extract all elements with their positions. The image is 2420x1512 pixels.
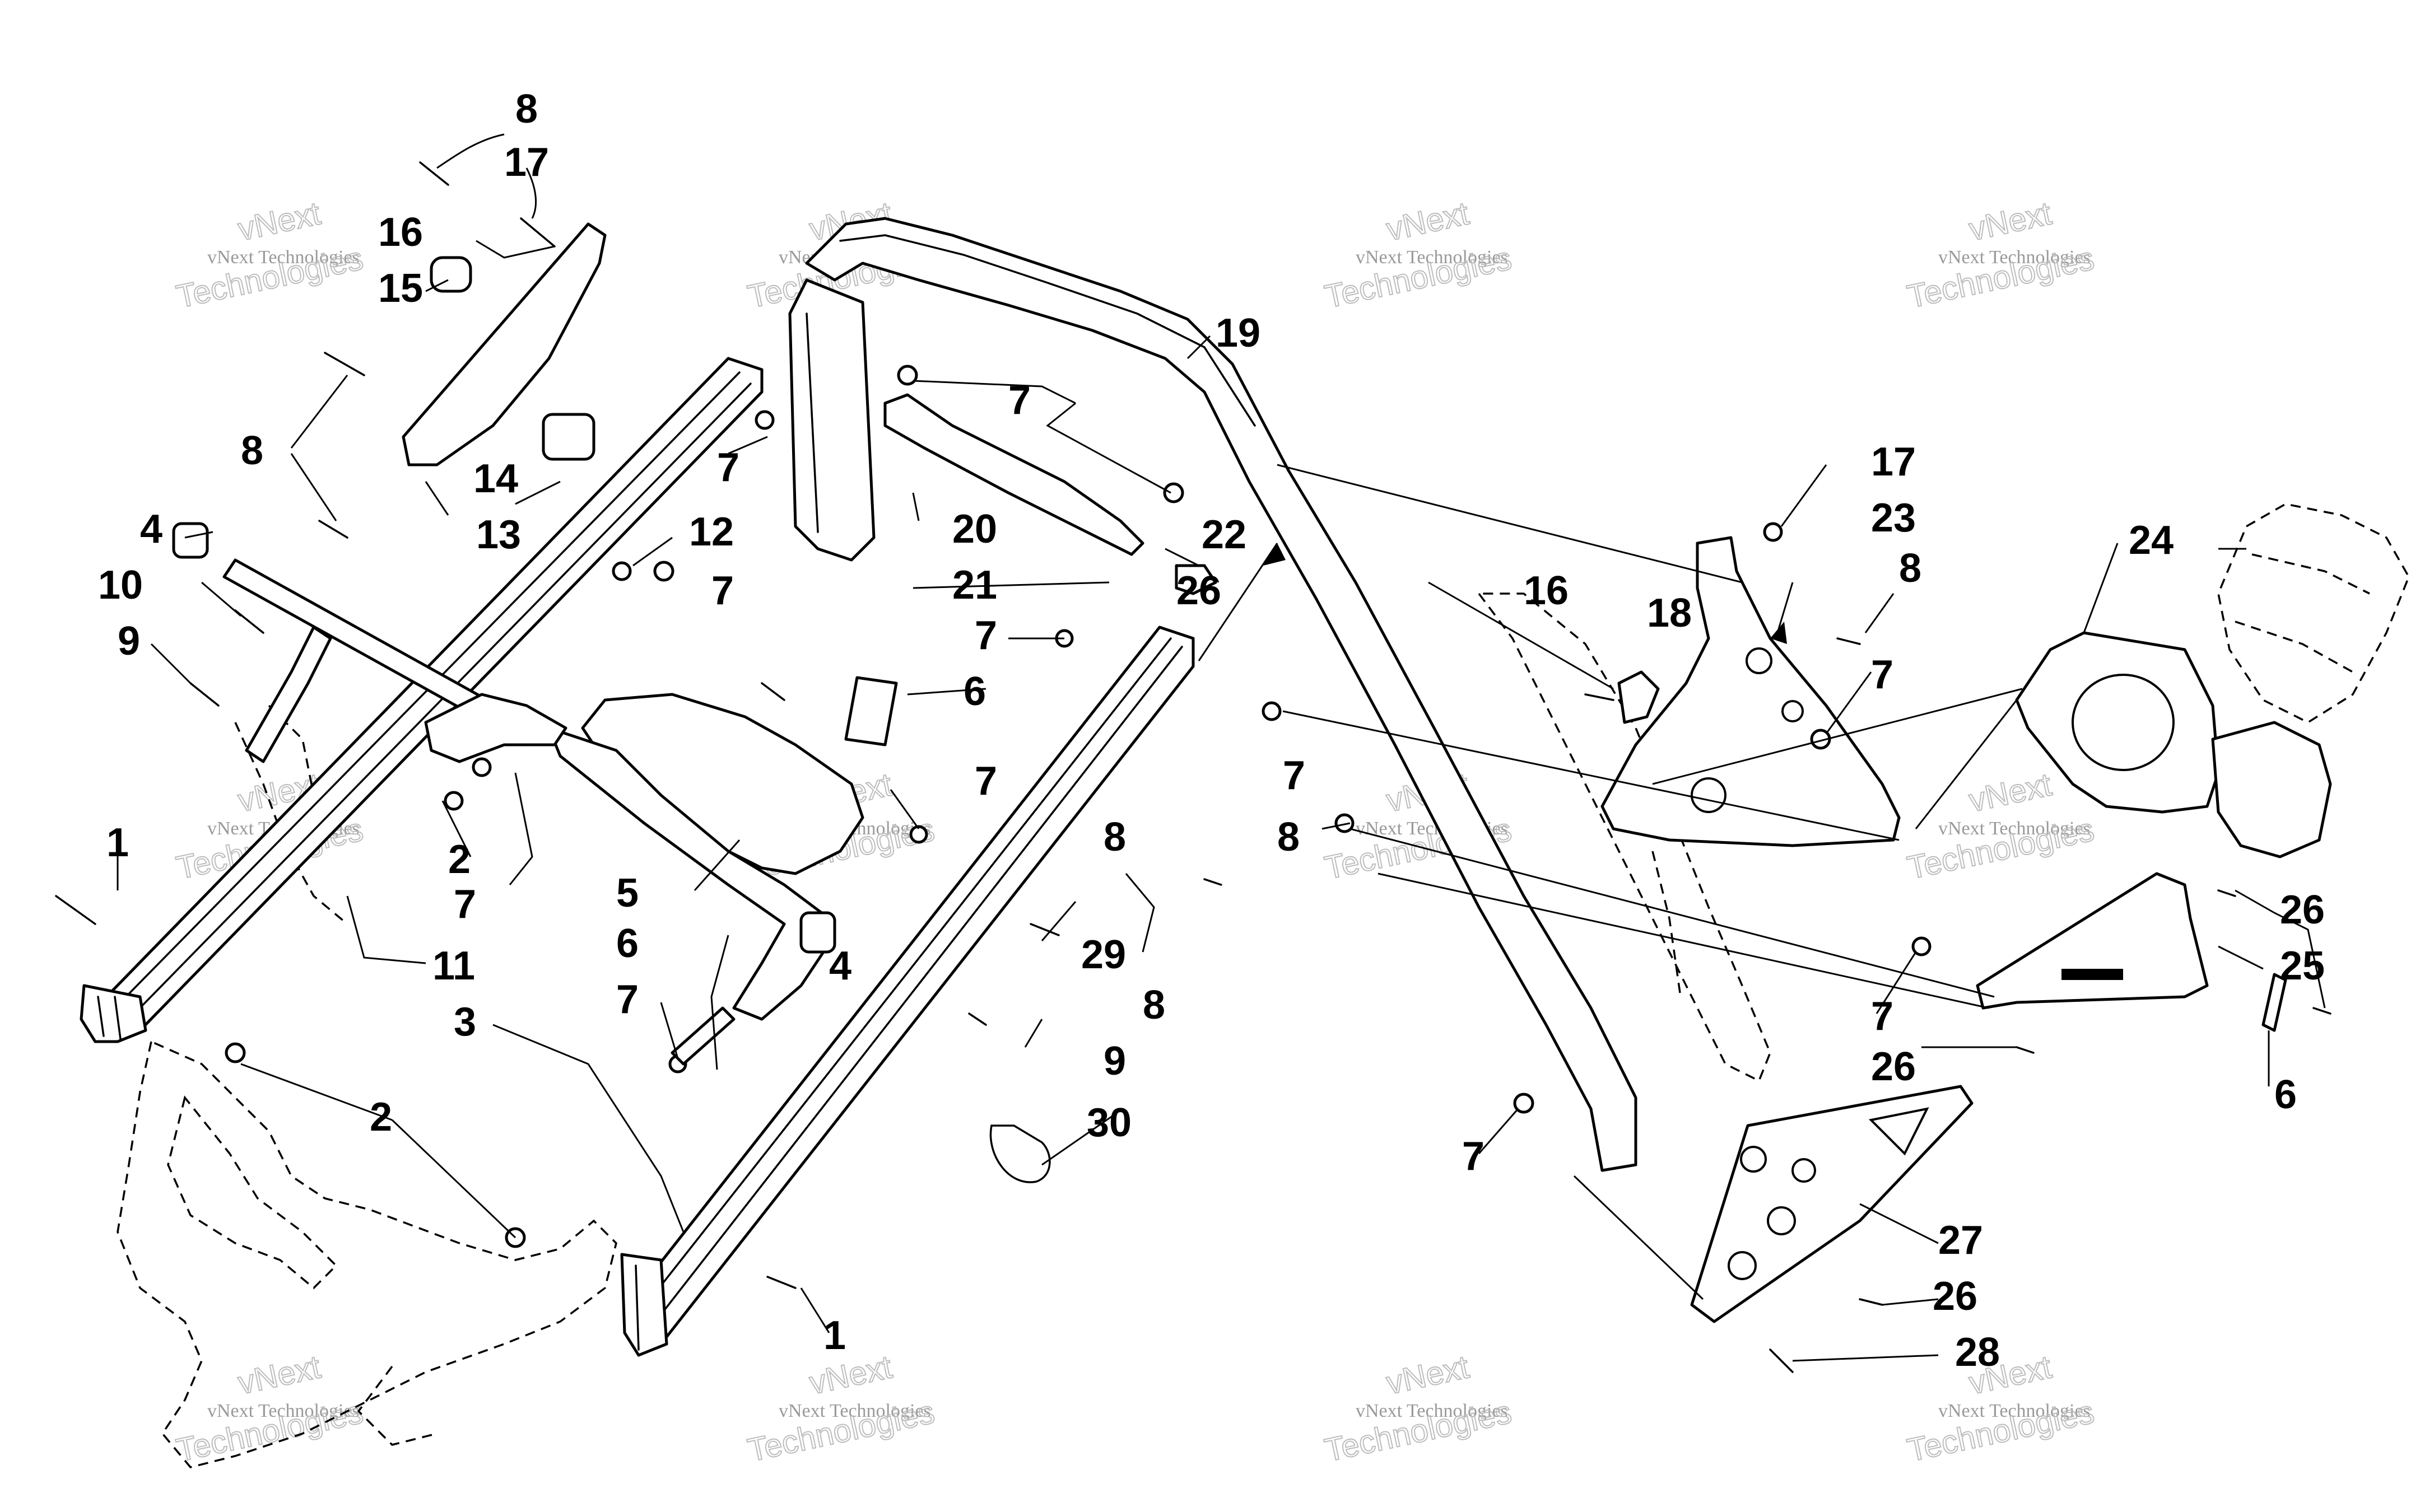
watermark-text-vnext: vNext [1383,195,1472,248]
left-vertical-brace [788,278,876,562]
watermark-text-vnext: vNext [806,1348,895,1401]
watermark-text-vnext: vNext [235,1348,324,1401]
callout-3: 3 [454,1000,476,1044]
callout-9: 9 [118,619,140,664]
callout-8: 8 [241,428,263,473]
callout-2: 2 [448,837,471,882]
callout-8: 8 [1277,815,1300,860]
watermark-text-full: vNext Technologies [1938,818,2091,839]
callout-18: 18 [1647,591,1692,636]
callout-12: 12 [689,510,734,554]
callout-7: 7 [1871,994,1893,1039]
callout-26: 26 [1176,568,1221,613]
callout-17: 17 [1871,440,1916,484]
callout-21: 21 [952,563,997,608]
callout-7: 7 [975,613,997,658]
hardware [55,161,2331,1373]
callout-16: 16 [378,210,423,255]
leader-lines [117,133,2326,1362]
callout-7: 7 [1871,652,1893,697]
callout-7: 7 [616,977,639,1022]
bottom-plate-27 [1690,1085,1974,1323]
callout-5: 5 [616,871,639,916]
callout-1: 1 [106,820,129,865]
callout-7: 7 [1283,753,1305,798]
watermark-text-full: vNext Technologies [1938,1401,2091,1421]
mount-base-24 [2015,631,2332,858]
callout-7: 7 [975,759,997,804]
callout-24: 24 [2129,518,2174,563]
callout-8: 8 [1143,983,1165,1028]
watermark-text-full: vNext Technologies [779,1401,931,1421]
triangle-bracket-25 [1976,872,2209,1010]
callout-26: 26 [1871,1044,1916,1089]
side-plate-23 [1600,536,1901,847]
callout-29: 29 [1081,932,1126,977]
callout-19: 19 [1216,311,1260,356]
callout-22: 22 [1202,512,1246,557]
callout-23: 23 [1871,496,1916,540]
skid-plate [402,222,607,466]
watermark-text-full: vNext Technologies [207,247,360,268]
watermark-text-full: vNext Technologies [1356,1401,1508,1421]
watermark-text-vnext: vNext [1966,766,2055,819]
watermark-text-vnext: vNext [1966,195,2055,248]
callout-4: 4 [829,944,851,988]
callout-25: 25 [2280,944,2325,988]
callout-26: 26 [2280,888,2325,932]
watermark-text-full: vNext Technologies [1356,247,1508,268]
callout-6: 6 [2274,1072,2297,1117]
callout-6: 6 [964,669,986,714]
callout-15: 15 [378,266,423,311]
callout-7: 7 [1008,378,1031,423]
callout-30: 30 [1087,1100,1132,1145]
callout-7: 7 [454,882,476,927]
callout-4: 4 [140,507,162,552]
seat-assembly [424,693,864,1021]
callout-16: 16 [1524,568,1569,613]
callout-6: 6 [616,921,639,966]
callout-27: 27 [1938,1218,1983,1263]
callout-8: 8 [1104,815,1126,860]
callout-20: 20 [952,507,997,552]
callout-8: 8 [515,87,538,132]
callout-28: 28 [1955,1330,2000,1375]
strap-bracket [883,393,1144,556]
callout-9: 9 [1104,1039,1126,1084]
callout-2: 2 [370,1095,392,1140]
callout-17: 17 [504,140,549,185]
callout-10: 10 [98,563,143,608]
callout-14: 14 [473,456,518,501]
callout-7: 7 [1462,1134,1484,1179]
callout-26: 26 [1933,1274,1977,1319]
callout-13: 13 [476,512,521,557]
watermark-text-full: vNext Technologies [1938,247,2091,268]
callout-8: 8 [1899,546,1921,591]
watermark-text-vnext: vNext [235,195,324,248]
callout-1: 1 [823,1313,846,1358]
callout-7: 7 [717,445,739,490]
center-frame-rail [620,626,1195,1357]
upper-frame-loop [805,217,1637,1172]
callout-7: 7 [711,568,734,613]
callout-11: 11 [432,944,475,988]
watermark-text-vnext: vNext [1383,1348,1472,1401]
